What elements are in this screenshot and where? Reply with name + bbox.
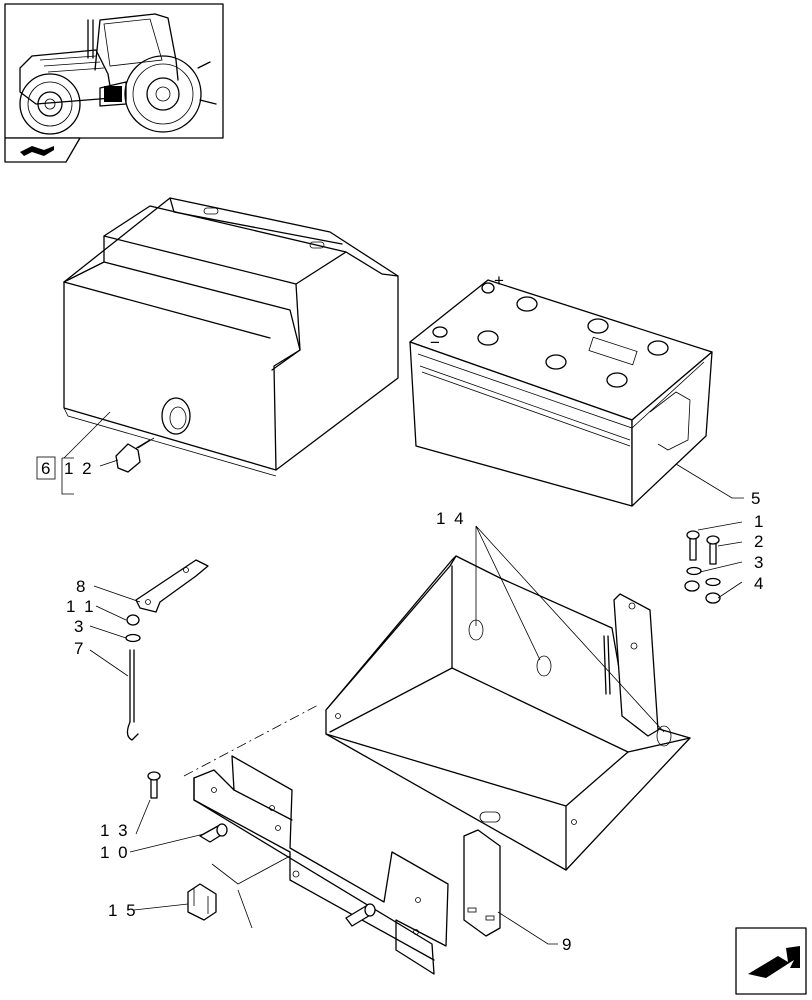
callout-1: 1	[754, 512, 765, 531]
clip	[187, 883, 217, 921]
battery: − +	[409, 271, 713, 507]
hold-down-strap	[135, 559, 209, 613]
hardware-set	[147, 530, 721, 799]
callout-3: 3	[754, 553, 765, 572]
callout-14: 1 4	[436, 509, 466, 528]
callout-10: 1 0	[100, 843, 130, 862]
callout-4: 4	[754, 574, 765, 593]
tractor-icon	[19, 13, 217, 135]
tractor-thumbnail	[4, 3, 224, 139]
callout-2: 2	[754, 532, 765, 551]
kit-box-label: 6	[41, 459, 52, 478]
callout-labels: 6 1 2 5 1 2 3 4 1 4 8 1 1 3 7 1 3 1 0 1 …	[36, 456, 765, 954]
callout-12: 1 2	[64, 459, 94, 478]
battery-tray	[325, 555, 691, 871]
battery-terminals	[432, 282, 669, 388]
callout-9: 9	[562, 935, 573, 954]
minus-sign: −	[430, 333, 442, 352]
section-arrow-icon[interactable]	[4, 137, 81, 163]
callout-15: 1 5	[108, 901, 138, 920]
callout-3b: 3	[74, 617, 85, 636]
callout-5: 5	[751, 489, 762, 508]
kit-box	[36, 456, 56, 480]
mounting-plate	[193, 755, 449, 975]
battery-cover	[63, 197, 399, 477]
plus-sign: +	[494, 271, 506, 290]
leader-lines	[61, 411, 744, 945]
callout-13: 1 3	[100, 821, 130, 840]
knob-fastener	[115, 437, 155, 473]
callout-11: 1 1	[66, 597, 96, 616]
callout-7: 7	[74, 639, 85, 658]
next-page-arrow-icon[interactable]	[735, 927, 807, 995]
hold-down-rod	[125, 614, 141, 741]
support-bracket	[463, 829, 501, 937]
callout-8: 8	[76, 577, 87, 596]
